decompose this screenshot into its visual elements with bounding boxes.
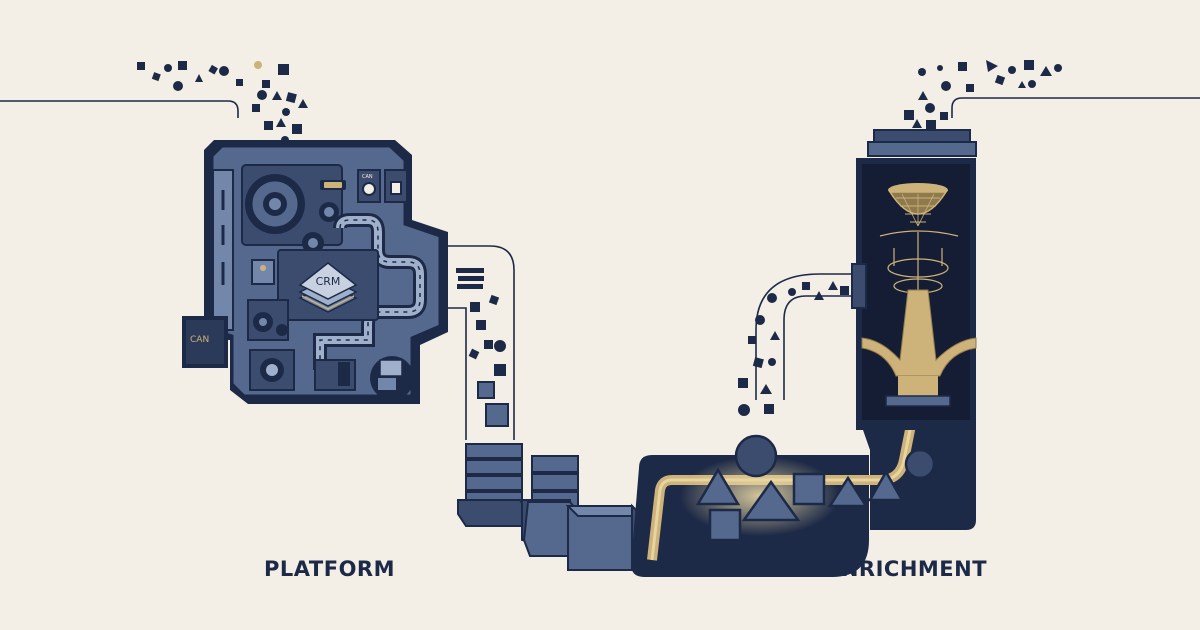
crm-label: CRM [316, 275, 341, 288]
platform-output-line [448, 245, 515, 440]
gear-icon [319, 202, 339, 222]
sieve-icon [888, 183, 948, 227]
gear-icon [245, 174, 305, 234]
incoming-data-right [904, 60, 1062, 130]
small-label: CAN [362, 174, 373, 180]
input-line-left [0, 100, 239, 118]
data-block-stacks [457, 443, 645, 571]
enrichment-input-data [738, 281, 849, 416]
enrichment-caption: ENRICHMENT [826, 557, 988, 581]
incoming-data-left [137, 61, 308, 144]
side-box-label: CAN [190, 335, 209, 345]
crm-chip-icon: CRM [298, 262, 358, 313]
gear-icon [260, 358, 284, 382]
gear-icon [302, 232, 324, 254]
platform-caption: PLATFORM [264, 557, 395, 581]
swirl-marks [879, 230, 959, 296]
enrichment-tower [851, 129, 977, 430]
pipe-data-shapes [695, 434, 936, 542]
platform-machine: CAN CRM [182, 140, 448, 404]
input-line-right [951, 97, 1200, 118]
gear-icon [253, 312, 288, 336]
funnel-icon [861, 289, 977, 407]
platform-output-data [456, 268, 509, 427]
enrichment-input-line [755, 273, 858, 400]
